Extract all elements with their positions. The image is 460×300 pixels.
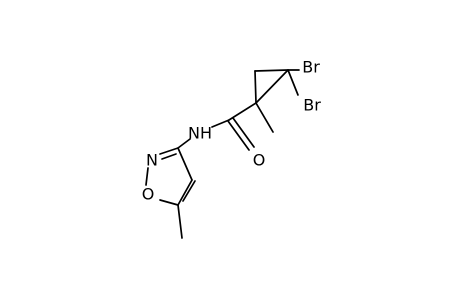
- atom-label-br1: Br: [302, 58, 320, 77]
- bond-c3-n: [159, 147, 179, 155]
- bond-n-o: [145, 167, 149, 186]
- bond-o-c5: [159, 199, 179, 206]
- atom-labels: Br Br NH O N O: [142, 58, 321, 204]
- bond-ring-c2-c3: [255, 69, 289, 104]
- bond-carbonyl-o-b: [232, 117, 255, 148]
- bond-carbonyl-o-a: [227, 120, 250, 151]
- atom-label-br2: Br: [303, 96, 321, 115]
- atom-label-nh: NH: [188, 124, 212, 143]
- bond-nh-ring: [177, 138, 191, 149]
- bond-c3-methyl: [255, 102, 274, 133]
- bond-c5-c4: [177, 179, 193, 206]
- bond-c4-c3: [177, 147, 193, 181]
- bond-c5-c4-double: [182, 180, 196, 202]
- bond-ring-c1-c3: [254, 70, 257, 104]
- atom-label-o-ring: O: [142, 185, 155, 204]
- bond-ring-c1-c2: [254, 69, 289, 72]
- bond-c3-n-double: [161, 153, 177, 160]
- bonds: [145, 69, 300, 239]
- bond-c3-carbonyl: [228, 102, 257, 121]
- bond-carbonyl-nh: [211, 119, 230, 128]
- bond-c2-br2: [287, 69, 299, 96]
- atom-label-n-ring: N: [146, 151, 158, 170]
- bond-c5-methyl: [177, 204, 183, 239]
- atom-label-o-carbonyl: O: [253, 151, 266, 170]
